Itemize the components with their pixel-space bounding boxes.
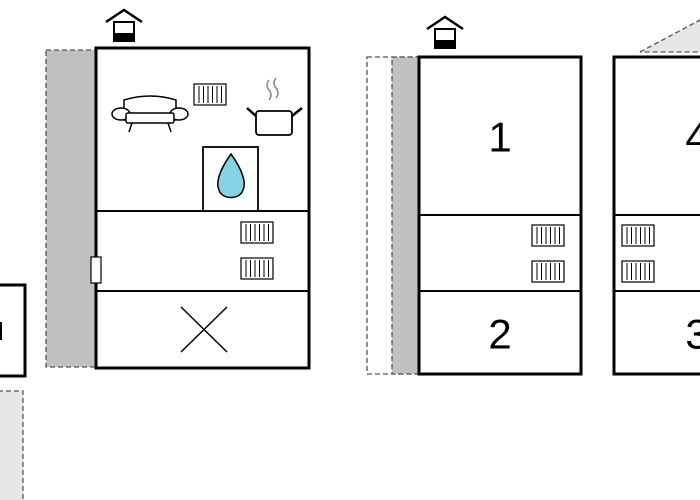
house-entrance-icon xyxy=(425,15,465,50)
water-heater-icon xyxy=(202,146,259,212)
radiator-icon xyxy=(193,83,227,106)
floor-plan-a xyxy=(45,8,311,370)
terrace xyxy=(45,49,97,368)
room-number: 4 xyxy=(685,114,700,161)
cross-icon xyxy=(180,306,228,353)
floor-outline xyxy=(94,46,311,370)
terrace xyxy=(391,56,420,375)
radiator-icon xyxy=(240,221,274,244)
terrace xyxy=(639,19,700,53)
house-entrance-icon xyxy=(104,8,144,43)
room-number: 2 xyxy=(488,311,511,358)
partial-room-left xyxy=(0,283,27,378)
floor-plan-b: 1 2 xyxy=(366,15,583,376)
radiator-icon xyxy=(621,260,655,283)
radiator-icon xyxy=(531,260,565,283)
cooking-pot-icon xyxy=(246,77,303,136)
door-icon xyxy=(90,256,102,284)
sofa-icon xyxy=(111,95,189,133)
radiator-icon xyxy=(621,224,655,247)
radiator-icon xyxy=(240,257,274,280)
radiator-icon xyxy=(531,224,565,247)
floor-plan-c: 4 3 xyxy=(612,19,700,376)
room-number: 3 xyxy=(685,311,700,358)
partial-terrace-left xyxy=(0,390,24,500)
room-number: 1 xyxy=(488,114,511,161)
